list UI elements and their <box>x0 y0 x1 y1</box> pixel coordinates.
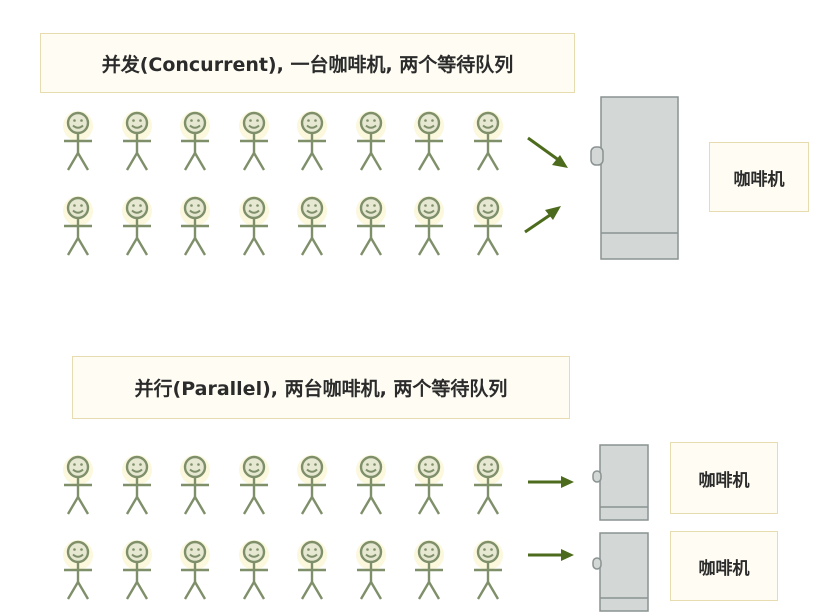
concurrent-title-box: 并发(Concurrent), 一台咖啡机, 两个等待队列 <box>40 33 575 93</box>
coffee-machine-2-icon <box>588 532 650 612</box>
coffee-machine-1-label: 咖啡机 <box>698 470 750 491</box>
person-icon <box>177 452 213 516</box>
person-icon <box>470 193 506 257</box>
arrow-parallel-queue-1-icon <box>526 474 576 490</box>
person-icon <box>294 108 330 172</box>
arrow-queue-2-to-machine-icon <box>523 204 565 236</box>
person-icon <box>119 537 155 601</box>
parallel-queue-2 <box>60 537 530 601</box>
coffee-machine-icon <box>588 95 680 261</box>
person-icon <box>470 452 506 516</box>
arrow-queue-1-to-machine-icon <box>526 136 572 172</box>
coffee-machine-2-label-box: 咖啡机 <box>670 531 778 601</box>
person-icon <box>119 193 155 257</box>
arrow-parallel-queue-2-icon <box>526 547 576 563</box>
person-icon <box>294 537 330 601</box>
coffee-machine-1-label-box: 咖啡机 <box>670 442 778 514</box>
person-icon <box>119 452 155 516</box>
person-icon <box>353 108 389 172</box>
coffee-machine-label-box: 咖啡机 <box>709 142 809 212</box>
person-icon <box>60 193 96 257</box>
person-icon <box>236 537 272 601</box>
coffee-machine-label: 咖啡机 <box>733 169 785 190</box>
person-icon <box>236 452 272 516</box>
person-icon <box>470 537 506 601</box>
person-icon <box>353 193 389 257</box>
person-icon <box>411 193 447 257</box>
person-icon <box>60 452 96 516</box>
person-icon <box>411 108 447 172</box>
person-icon <box>353 452 389 516</box>
concurrent-title: 并发(Concurrent), 一台咖啡机, 两个等待队列 <box>101 53 514 76</box>
coffee-machine-1-icon <box>588 444 650 522</box>
person-icon <box>177 193 213 257</box>
parallel-title: 并行(Parallel), 两台咖啡机, 两个等待队列 <box>134 378 508 400</box>
person-icon <box>60 537 96 601</box>
person-icon <box>60 108 96 172</box>
coffee-machine-2-label: 咖啡机 <box>698 558 750 579</box>
person-icon <box>411 537 447 601</box>
person-icon <box>177 108 213 172</box>
person-icon <box>294 452 330 516</box>
person-icon <box>353 537 389 601</box>
parallel-title-box: 并行(Parallel), 两台咖啡机, 两个等待队列 <box>72 356 570 419</box>
person-icon <box>470 108 506 172</box>
person-icon <box>177 537 213 601</box>
concurrent-queue-2 <box>60 193 530 257</box>
parallel-queue-1 <box>60 452 530 516</box>
person-icon <box>236 193 272 257</box>
concurrent-queue-1 <box>60 108 530 172</box>
person-icon <box>411 452 447 516</box>
person-icon <box>236 108 272 172</box>
person-icon <box>294 193 330 257</box>
person-icon <box>119 108 155 172</box>
